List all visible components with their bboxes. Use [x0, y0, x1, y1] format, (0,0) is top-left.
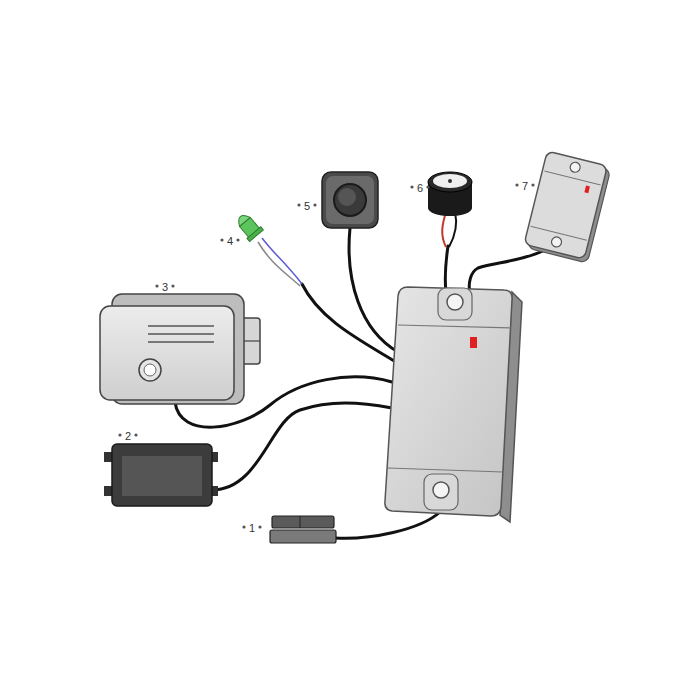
- power-supply: [104, 444, 218, 506]
- callout-holder: 6: [417, 178, 423, 196]
- black-lead: [449, 212, 456, 247]
- controller: [385, 287, 522, 522]
- callout-dots: [118, 183, 534, 528]
- callout-holder: 3: [162, 277, 168, 295]
- wire: [302, 284, 396, 362]
- callout-number: 7: [522, 180, 528, 192]
- wire: [445, 246, 448, 292]
- callout-holder: 4: [227, 231, 233, 249]
- callout-holder: 1: [249, 518, 255, 536]
- wire: [335, 512, 440, 538]
- led-lead: [262, 238, 302, 284]
- callout-number: 2: [125, 430, 131, 442]
- callout-holder: 5: [304, 196, 310, 214]
- red-lead: [442, 212, 446, 247]
- callout-number: 6: [417, 182, 423, 194]
- exit-button: [322, 172, 378, 228]
- callout-number: 3: [162, 281, 168, 293]
- callout-number: 5: [304, 200, 310, 212]
- buzzer: [428, 172, 472, 216]
- callout-holder: 2: [125, 426, 131, 444]
- callout-number: 4: [227, 235, 233, 247]
- electromechanical-lock: [100, 294, 260, 404]
- led-lead: [258, 242, 300, 286]
- reed-switch: [270, 516, 336, 543]
- callout-number: 1: [249, 522, 255, 534]
- wire: [212, 403, 392, 490]
- wire: [469, 250, 545, 292]
- led: [233, 211, 263, 242]
- callout-holder: 7: [522, 176, 528, 194]
- wire: [349, 228, 398, 352]
- reader: [523, 151, 611, 263]
